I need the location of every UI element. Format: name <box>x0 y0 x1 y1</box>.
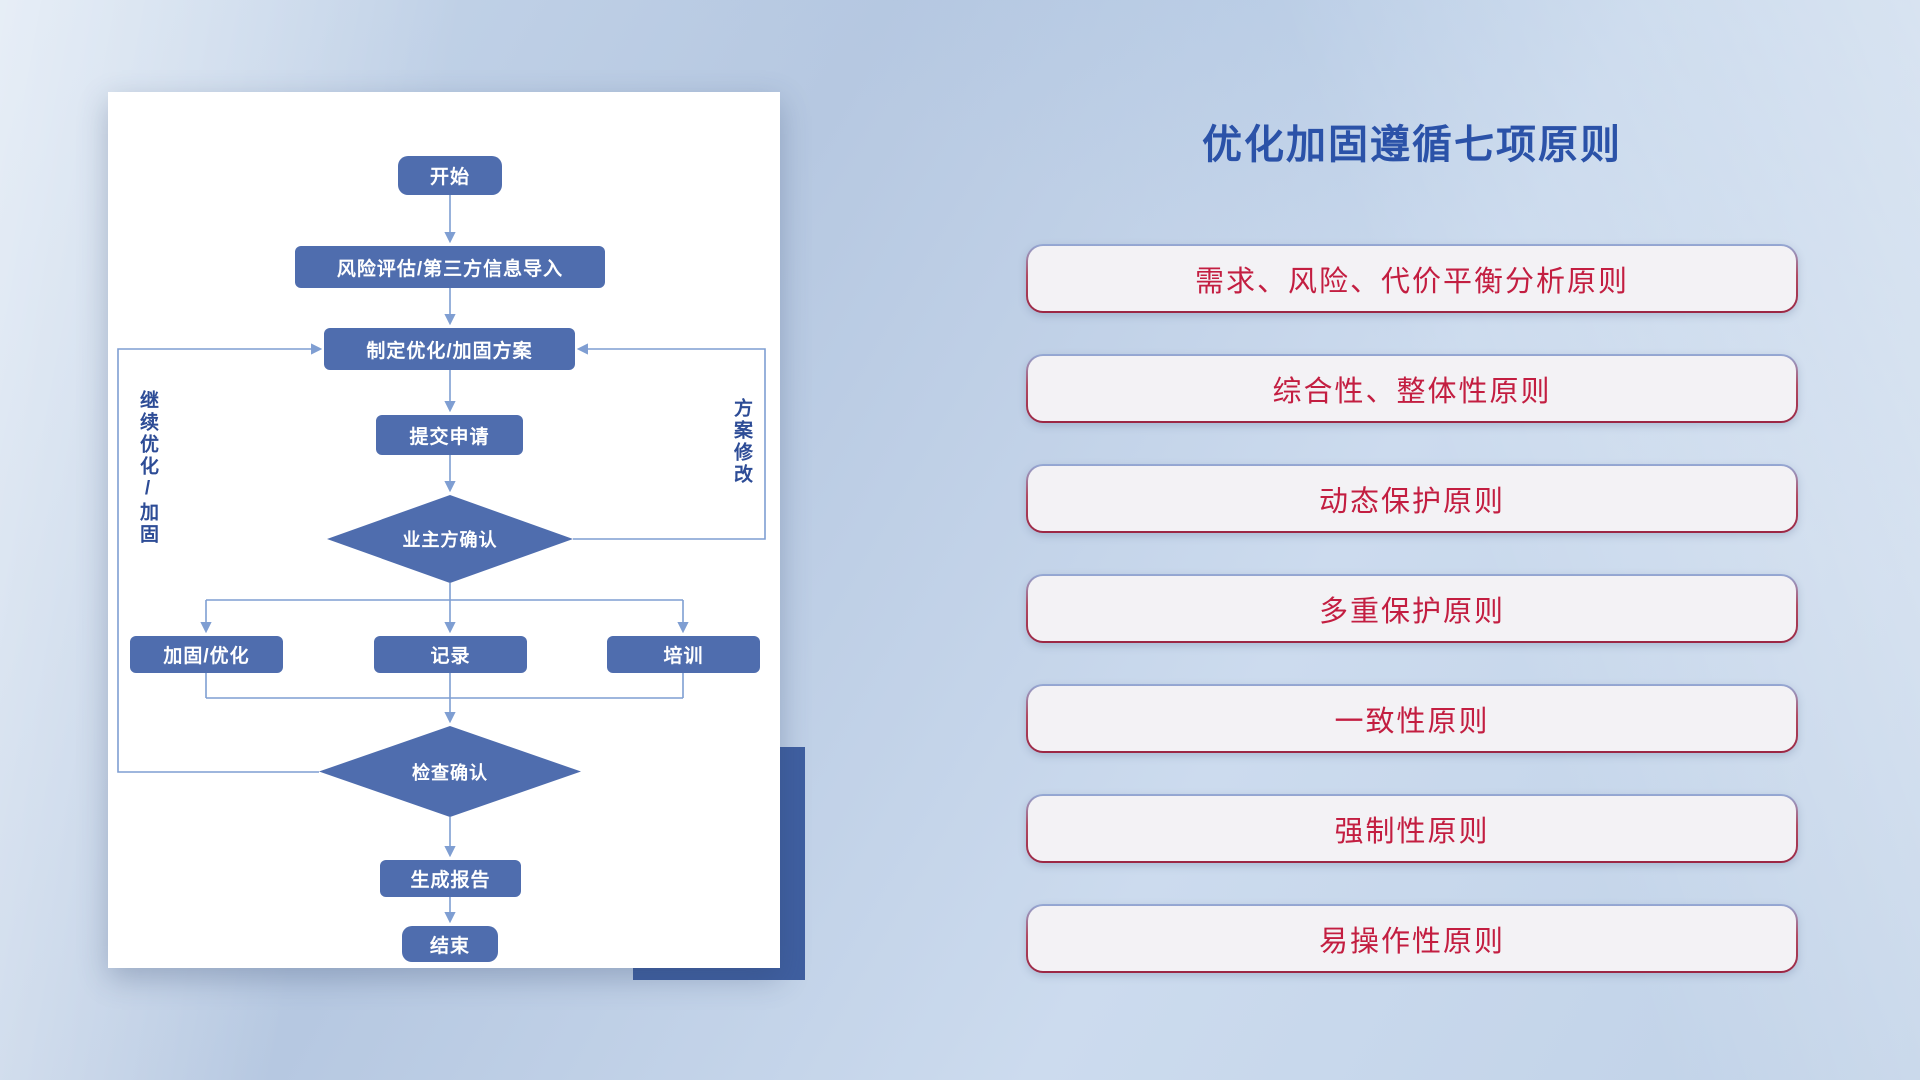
flow-node-report: 生成报告 <box>380 860 521 897</box>
flow-node-submit: 提交申请 <box>376 415 523 455</box>
principles-title: 优化加固遵循七项原则 <box>1202 123 1622 167</box>
principle-pill-5: 一致性原则 <box>1026 684 1798 753</box>
principle-pill-1: 需求、风险、代价平衡分析原则 <box>1026 244 1798 313</box>
principles-list: 需求、风险、代价平衡分析原则 综合性、整体性原则 动态保护原则 多重保护原则 一… <box>1026 244 1798 973</box>
flow-node-start: 开始 <box>398 156 502 195</box>
flowchart-card: 开始 风险评估/第三方信息导入 制定优化/加固方案 提交申请 业主方确认 加固/… <box>108 92 780 968</box>
flow-node-risk-import: 风险评估/第三方信息导入 <box>295 246 605 288</box>
principle-label-6: 强制性原则 <box>1028 796 1796 861</box>
flow-node-training: 培训 <box>607 636 760 673</box>
principle-pill-7: 易操作性原则 <box>1026 904 1798 973</box>
flow-node-record: 记录 <box>374 636 527 673</box>
flowchart-connectors <box>117 195 766 924</box>
principle-pill-4: 多重保护原则 <box>1026 574 1798 643</box>
principle-label-4: 多重保护原则 <box>1028 576 1796 641</box>
principle-label-3: 动态保护原则 <box>1028 466 1796 531</box>
flow-node-plan: 制定优化/加固方案 <box>324 328 575 370</box>
flow-node-end: 结束 <box>402 926 498 962</box>
flow-node-harden: 加固/优化 <box>130 636 283 673</box>
principle-label-1: 需求、风险、代价平衡分析原则 <box>1028 246 1796 311</box>
principle-label-5: 一致性原则 <box>1028 686 1796 751</box>
edge-label-revise-loop: 方案修改 <box>731 398 752 486</box>
principle-pill-2: 综合性、整体性原则 <box>1026 354 1798 423</box>
principle-pill-3: 动态保护原则 <box>1026 464 1798 533</box>
principle-pill-6: 强制性原则 <box>1026 794 1798 863</box>
principle-label-7: 易操作性原则 <box>1028 906 1796 971</box>
edge-label-continue-loop: 继续优化/加固 <box>137 390 158 546</box>
principle-label-2: 综合性、整体性原则 <box>1028 356 1796 421</box>
